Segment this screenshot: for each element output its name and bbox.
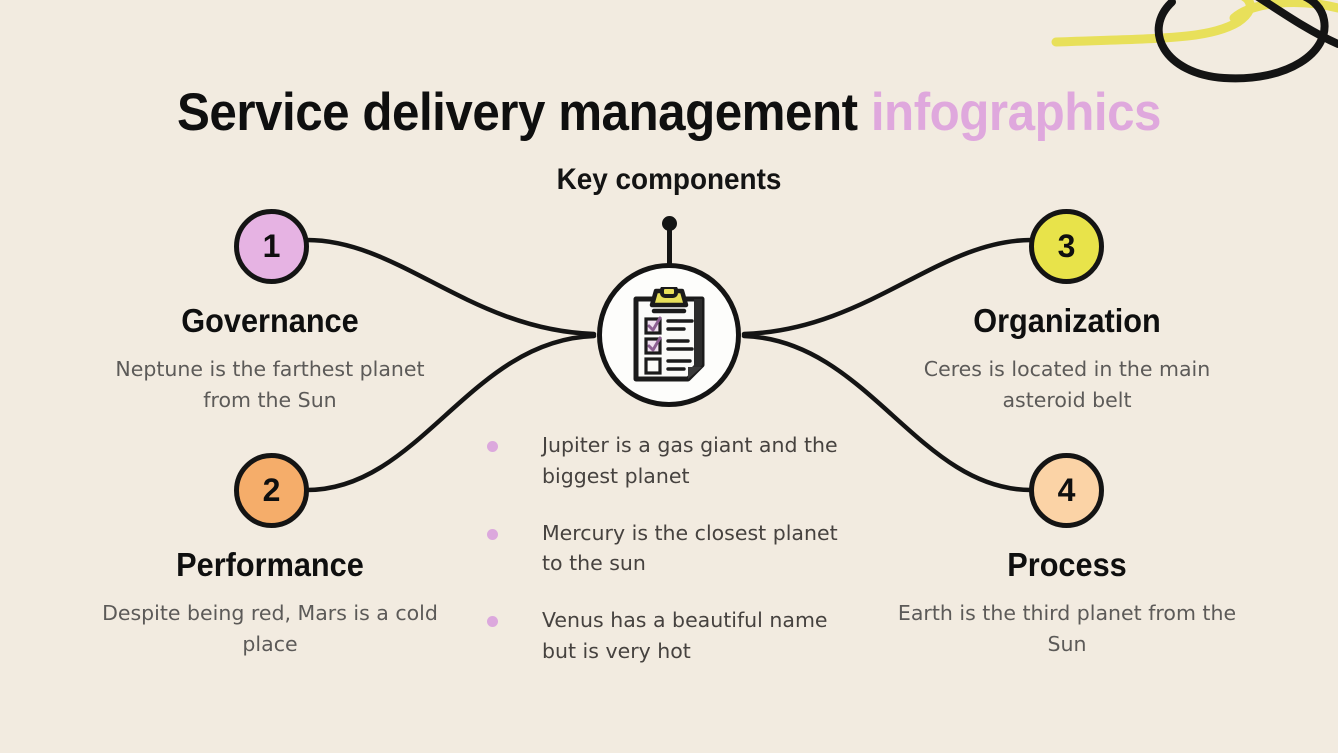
section-process: Process Earth is the third planet from t… [897, 546, 1237, 660]
key-components-bullet-list: Jupiter is a gas giant and the biggest p… [487, 430, 857, 693]
section-title-organization: Organization [973, 302, 1161, 339]
bullet-dot-icon [487, 616, 498, 627]
node-number-3: 3 [1057, 228, 1076, 264]
section-desc-governance: Neptune is the farthest planet from the … [115, 357, 425, 412]
section-desc-process: Earth is the third planet from the Sun [897, 601, 1237, 656]
page-title: Service delivery management infographics [0, 84, 1338, 141]
list-item: Mercury is the closest planet to the sun [487, 518, 857, 580]
section-organization: Organization Ceres is located in the mai… [897, 302, 1237, 416]
title-accent-text: infographics [870, 83, 1162, 142]
node-number-2: 2 [262, 472, 281, 508]
section-governance: Governance Neptune is the farthest plane… [100, 302, 440, 416]
list-item: Venus has a beautiful name but is very h… [487, 605, 857, 667]
pin-dot-icon [662, 216, 677, 231]
section-desc-organization: Ceres is located in the main asteroid be… [923, 357, 1211, 412]
page-subtitle: Key components [556, 163, 782, 196]
bullet-text: Venus has a beautiful name but is very h… [542, 608, 828, 663]
clipboard-checklist-icon [633, 287, 705, 382]
bullet-text: Jupiter is a gas giant and the biggest p… [542, 433, 838, 488]
node-number-1: 1 [262, 228, 281, 264]
bullet-dot-icon [487, 528, 498, 540]
node-circle-4[interactable]: 4 [1029, 453, 1104, 528]
bullet-text: Mercury is the closest planet to the sun [542, 520, 838, 576]
list-item: Jupiter is a gas giant and the biggest p… [487, 430, 857, 492]
center-hub[interactable] [597, 263, 741, 407]
node-circle-1[interactable]: 1 [234, 209, 309, 284]
section-performance: Performance Despite being red, Mars is a… [100, 546, 440, 660]
node-circle-3[interactable]: 3 [1029, 209, 1104, 284]
section-desc-performance: Despite being red, Mars is a cold place [102, 601, 438, 656]
pin-stem [667, 228, 672, 278]
bullet-dot-icon [487, 441, 498, 452]
section-title-governance: Governance [181, 302, 359, 339]
title-main-text: Service delivery management [176, 83, 858, 142]
decorative-squiggles [1051, 0, 1338, 83]
section-title-process: Process [1007, 546, 1127, 583]
node-circle-2[interactable]: 2 [234, 453, 309, 528]
section-title-performance: Performance [176, 546, 364, 583]
node-number-4: 4 [1057, 472, 1076, 508]
